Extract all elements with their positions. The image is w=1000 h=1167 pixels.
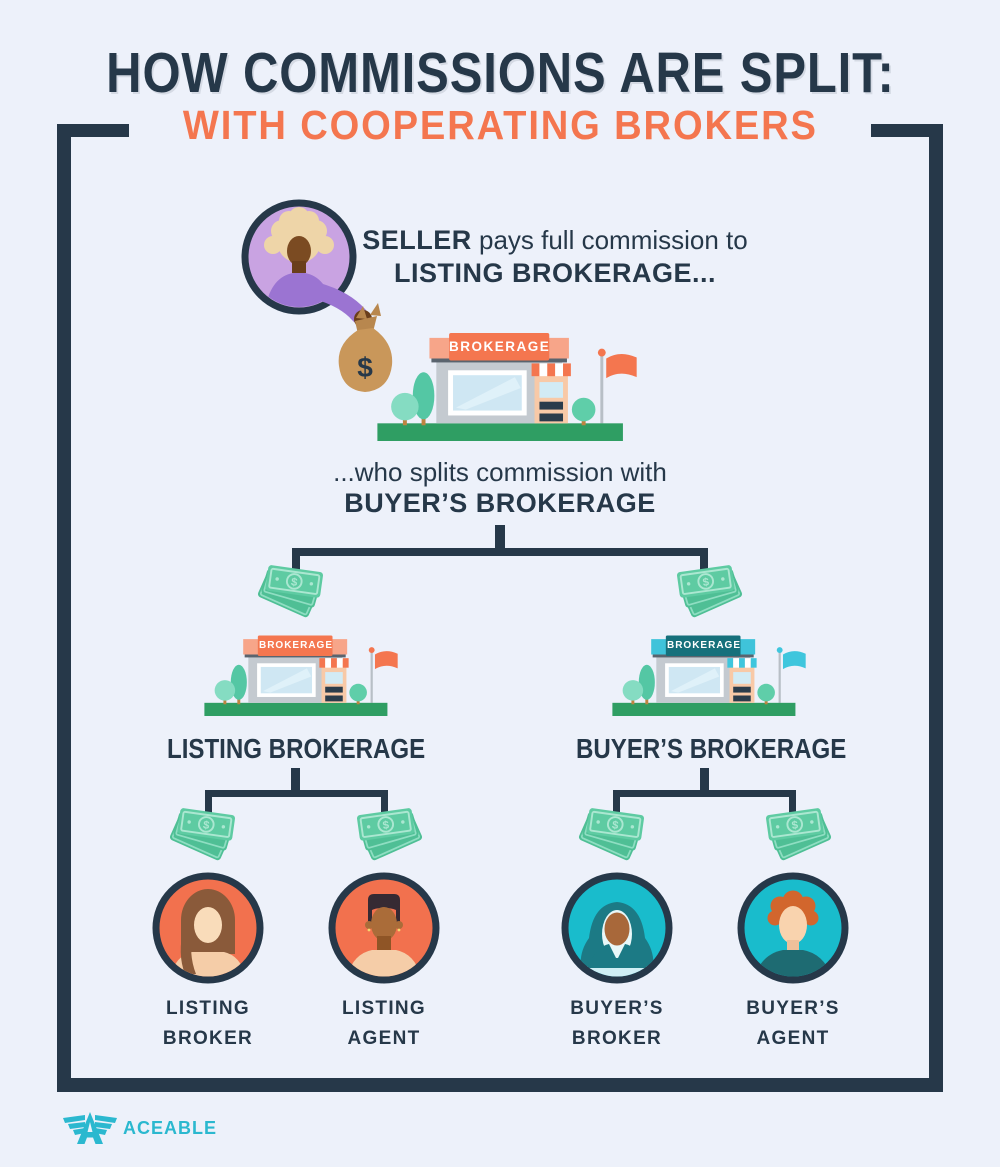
aceable-logo-text: ACEABLE — [123, 1117, 218, 1138]
seller-arm — [308, 282, 368, 324]
connector-buyers-stub — [700, 768, 709, 794]
connector-listing-drop-right — [381, 793, 388, 820]
connector-listing-drop-left — [205, 793, 212, 820]
brokerage-sign-label: BROKERAGE — [666, 640, 741, 651]
split-caption: ...who splits commission with BUYER’S BR… — [333, 457, 667, 518]
page-title: HOW COMMISSIONS ARE SPLIT: — [105, 41, 895, 105]
avatar-buyers-broker — [561, 872, 673, 984]
seller-caption: SELLER pays full commission to LISTING B… — [362, 225, 748, 288]
connector-listing-stub — [291, 768, 300, 794]
frame-top-right-tick — [871, 124, 943, 137]
money-bag-icon: $ — [338, 303, 393, 392]
money-stack-icon — [168, 808, 248, 865]
money-stack-icon — [753, 808, 833, 865]
brokerage-sign-label: BROKERAGE — [449, 339, 551, 354]
avatar-buyers-agent — [737, 872, 849, 984]
frame-right-bar — [929, 124, 943, 1092]
connector-main-drop-left — [292, 552, 300, 580]
connector-listing-horizontal — [205, 790, 388, 797]
money-stack-icon — [256, 565, 336, 622]
frame-bottom-bar — [57, 1078, 943, 1092]
connector-buyers-drop-right — [789, 793, 796, 820]
connector-buyers-horizontal — [613, 790, 796, 797]
listing-brokerage-label: LISTING BROKERAGE — [167, 733, 426, 764]
connector-main-horizontal — [292, 548, 708, 556]
aceable-logo: ACEABLE — [63, 1110, 217, 1146]
money-stack-icon — [577, 808, 657, 865]
avatar-listing-broker — [152, 872, 264, 984]
frame-left-bar — [57, 124, 71, 1092]
aceable-logo-icon — [63, 1112, 117, 1144]
connector-buyers-drop-left — [613, 793, 620, 820]
seller-avatar: $ — [241, 199, 393, 392]
money-stack-icon — [664, 565, 744, 622]
buyers-brokerage-label: BUYER’S BROKERAGE — [575, 733, 847, 764]
frame-top-left-tick — [57, 124, 129, 137]
page-subtitle: WITH COOPERATING BROKERS — [182, 102, 818, 148]
brokerage-sign-label: BROKERAGE — [258, 640, 333, 651]
svg-text:$: $ — [357, 352, 373, 383]
connector-main-drop-right — [700, 552, 708, 580]
avatar-listing-agent — [328, 872, 440, 984]
connector-main-stub — [495, 525, 505, 551]
money-stack-icon — [344, 808, 424, 865]
